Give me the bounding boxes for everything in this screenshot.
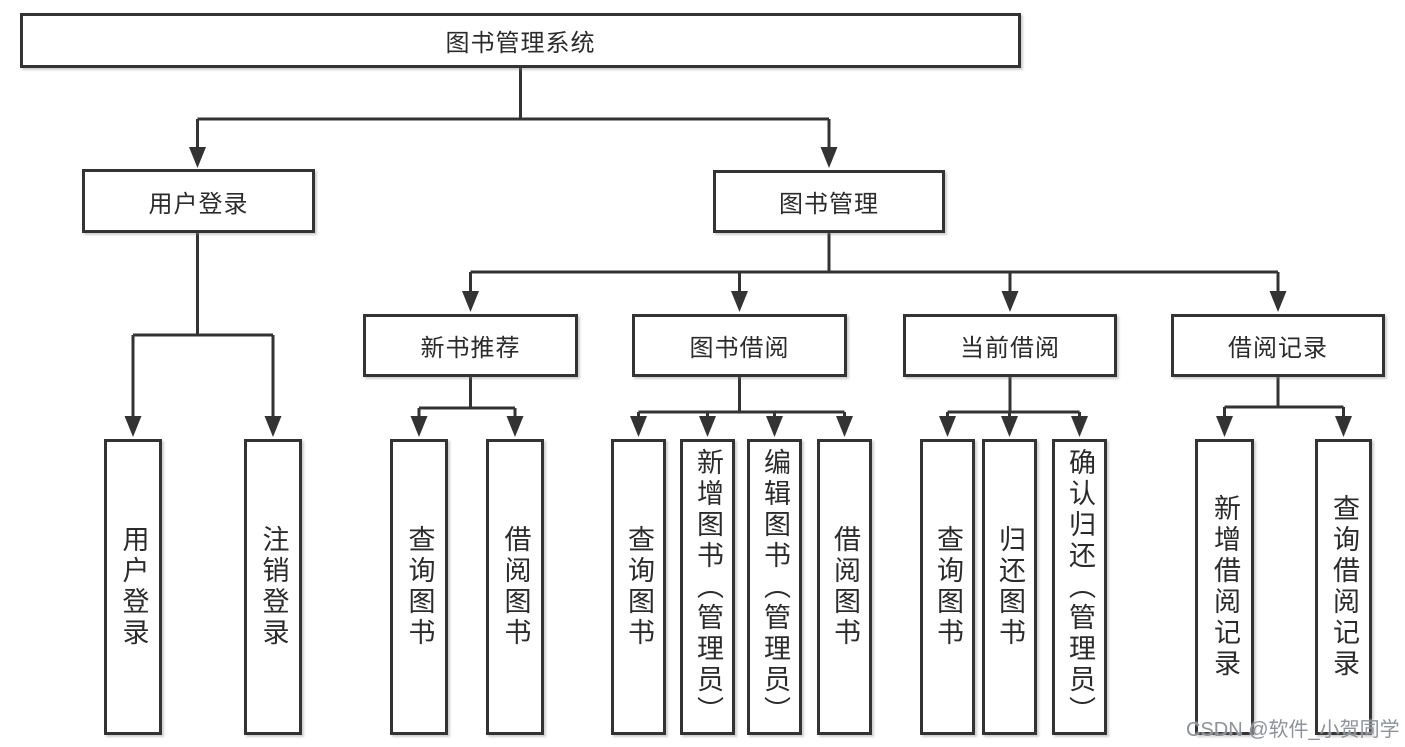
node-borrow-records: 借阅记录 [1171, 314, 1385, 377]
arrowheads [124, 147, 1352, 437]
leaf-current-query: 查询图书 [920, 439, 975, 735]
edge-currentborrow-to-leaves [946, 377, 1081, 419]
leaf-current-confirm-admin: 确认归还（管理员） [1052, 439, 1107, 735]
leaf-current-return: 归还图书 [982, 439, 1037, 735]
arrow-down-icon [1216, 416, 1233, 437]
arrow-down-icon [506, 416, 524, 437]
arrow-down-icon [630, 416, 647, 437]
leaf-newbook-borrow: 借阅图书 [486, 439, 544, 735]
leaf-records-add: 新增借阅记录 [1195, 439, 1254, 735]
edge-bookborrow-to-leaves [637, 377, 846, 419]
edge-newbookrec-to-leaves [417, 377, 517, 419]
leaf-newbook-query: 查询图书 [390, 439, 448, 735]
arrow-down-icon [766, 416, 783, 437]
arrow-down-icon [189, 147, 206, 168]
arrow-down-icon [1001, 416, 1018, 437]
node-root: 图书管理系统 [20, 13, 1021, 68]
leaf-borrow-add-admin: 新增图书（管理员） [680, 439, 735, 735]
node-book-borrow: 图书借阅 [632, 314, 847, 377]
node-new-book-recommend: 新书推荐 [363, 314, 578, 377]
leaf-records-query: 查询借阅记录 [1315, 439, 1372, 735]
arrow-down-icon [124, 416, 142, 437]
leaf-borrow-query: 查询图书 [611, 439, 666, 735]
edge-root-to-level2 [196, 68, 831, 150]
node-user-login: 用户登录 [82, 169, 315, 233]
leaf-user-login: 用户登录 [104, 439, 162, 735]
edge-bookmgmt-to-level3 [469, 233, 1280, 294]
leaf-borrow-book: 借阅图书 [817, 439, 872, 735]
arrow-down-icon [1001, 291, 1019, 312]
arrow-down-icon [264, 416, 282, 437]
arrow-down-icon [699, 416, 716, 437]
edge-userlogin-to-leaves [131, 233, 275, 419]
arrow-down-icon [820, 147, 838, 168]
arrow-down-icon [939, 416, 956, 437]
csdn-watermark: CSDN @软件_小贺同学 [1186, 719, 1400, 741]
arrow-down-icon [462, 291, 479, 312]
arrow-down-icon [1269, 291, 1287, 312]
arrow-down-icon [1071, 416, 1088, 437]
arrow-down-icon [836, 416, 853, 437]
node-book-management: 图书管理 [713, 170, 945, 233]
node-current-borrow: 当前借阅 [903, 314, 1117, 377]
leaf-borrow-edit-admin: 编辑图书（管理员） [747, 439, 802, 735]
arrow-down-icon [731, 291, 748, 312]
arrow-down-icon [410, 416, 428, 437]
leaf-logout: 注销登录 [244, 439, 302, 735]
arrow-down-icon [1335, 416, 1352, 437]
edge-borrowrecord-to-leaves [1223, 377, 1345, 419]
